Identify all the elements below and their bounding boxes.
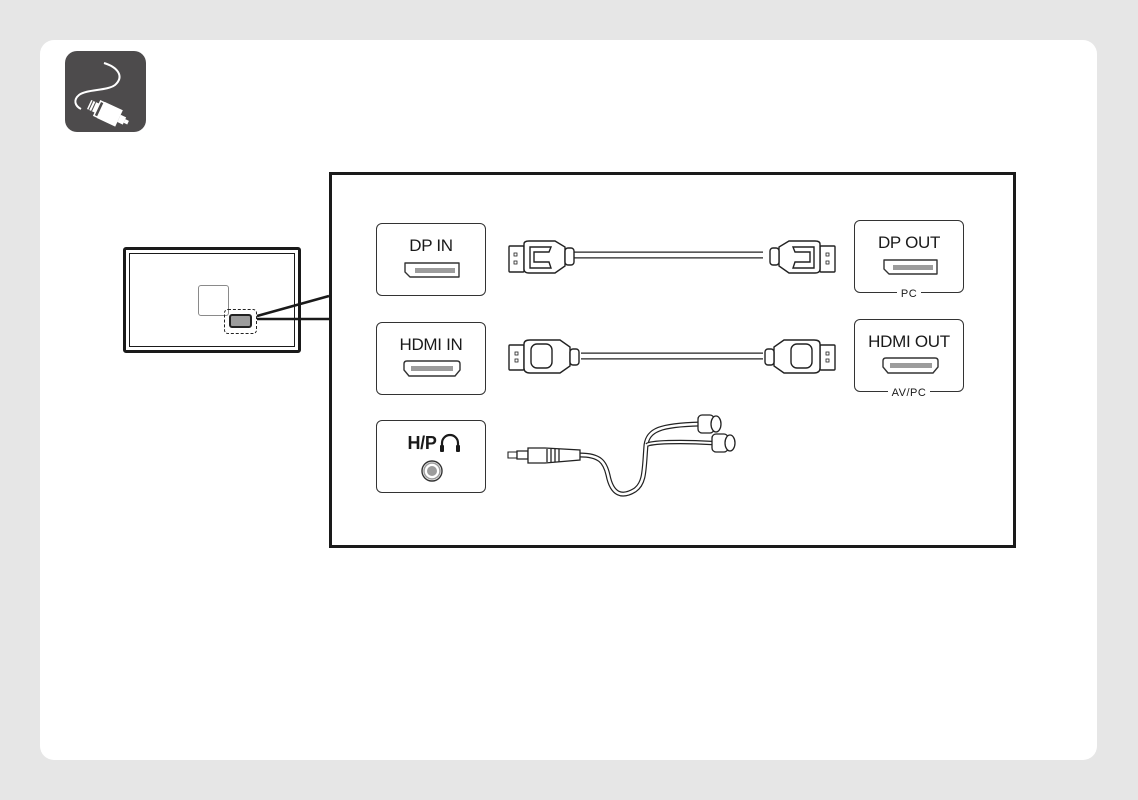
port-label: HDMI IN	[399, 335, 463, 354]
displayport-port-icon	[883, 259, 938, 275]
cable-plug-icon	[65, 51, 146, 132]
port-area-highlight	[224, 309, 257, 334]
port-hdmi-out: HDMI OUT AV/PC	[854, 319, 964, 399]
port-label: H/P	[407, 433, 437, 453]
port-sublabel: PC	[855, 288, 963, 300]
port-headphone: H/P	[376, 420, 486, 493]
hdmi-port-icon	[403, 360, 461, 377]
displayport-port-icon	[404, 262, 460, 278]
headphone-jack-icon	[421, 460, 443, 482]
port-label: DP IN	[409, 236, 453, 255]
port-dp-in: DP IN	[376, 223, 486, 296]
port-label: HDMI OUT	[868, 332, 950, 351]
port-sublabel: AV/PC	[855, 387, 963, 399]
earphone-cable	[507, 414, 736, 497]
port-dp-out: DP OUT PC	[854, 220, 964, 300]
port-hdmi-in: HDMI IN	[376, 322, 486, 395]
hdmi-cable	[508, 339, 836, 374]
hdmi-port-icon	[882, 357, 939, 374]
port-area	[229, 314, 252, 328]
headphones-icon	[440, 433, 460, 452]
displayport-cable	[508, 240, 836, 274]
port-label: DP OUT	[877, 233, 941, 252]
stand-mount-outline	[198, 285, 229, 316]
